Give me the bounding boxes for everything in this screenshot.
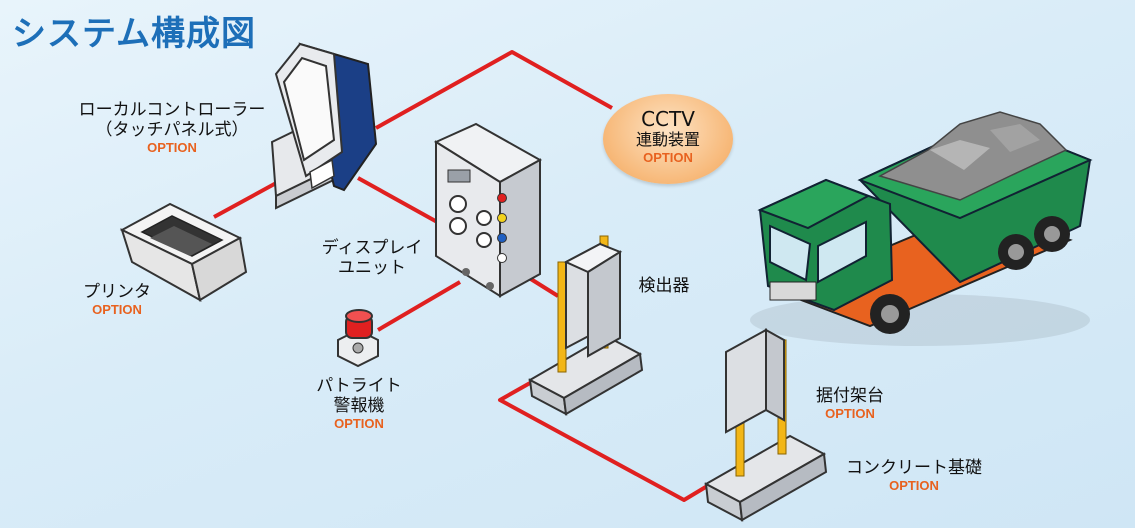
controller-label-line1: ローカルコントローラー [78,100,266,120]
display-unit-illustration [433,122,543,298]
cable-controller-display [357,176,449,230]
concrete-label: コンクリート基礎 OPTION [832,458,996,494]
patlite-option: OPTION [334,416,384,431]
printer-label: プリンタ OPTION [72,282,162,318]
display-unit-label: ディスプレイ ユニット [310,238,434,278]
cctv-label-line1: CCTV [641,107,695,131]
page-title: システム構成図 [12,14,256,54]
controller-option: OPTION [147,140,197,155]
patlite-label: パトライト 警報機 OPTION [308,376,410,432]
controller-label-line2: （タッチパネル式） [95,120,249,140]
mount-illustration [703,328,828,522]
cctv-label: CCTV 連動装置 OPTION [603,108,733,166]
detector-label: 検出器 [622,276,706,296]
display-label-line2: ユニット [338,258,406,278]
mount-label: 据付架台 OPTION [800,386,900,422]
printer-illustration [119,202,248,302]
cable-controller-cctv [375,50,613,130]
detector-illustration [527,235,644,416]
patlite-illustration [337,309,379,368]
concrete-label-text: コンクリート基礎 [846,458,982,478]
dump-truck-illustration [750,111,1093,346]
concrete-option: OPTION [889,478,939,493]
detector-label-text: 検出器 [638,276,690,296]
cctv-option: OPTION [643,150,693,165]
patlite-label-line1: パトライト [316,376,402,396]
controller-label: ローカルコントローラー （タッチパネル式） OPTION [62,100,282,156]
printer-option: OPTION [92,302,142,317]
cctv-bubble [603,94,733,184]
printer-label-text: プリンタ [83,282,151,302]
cctv-label-line2: 連動装置 [635,130,700,149]
mount-label-text: 据付架台 [816,386,884,406]
patlite-label-line2: 警報機 [333,396,385,416]
local-controller-illustration [270,42,378,210]
mount-option: OPTION [825,406,875,421]
display-label-line1: ディスプレイ [321,238,423,258]
cable-patlite-display [376,280,462,332]
